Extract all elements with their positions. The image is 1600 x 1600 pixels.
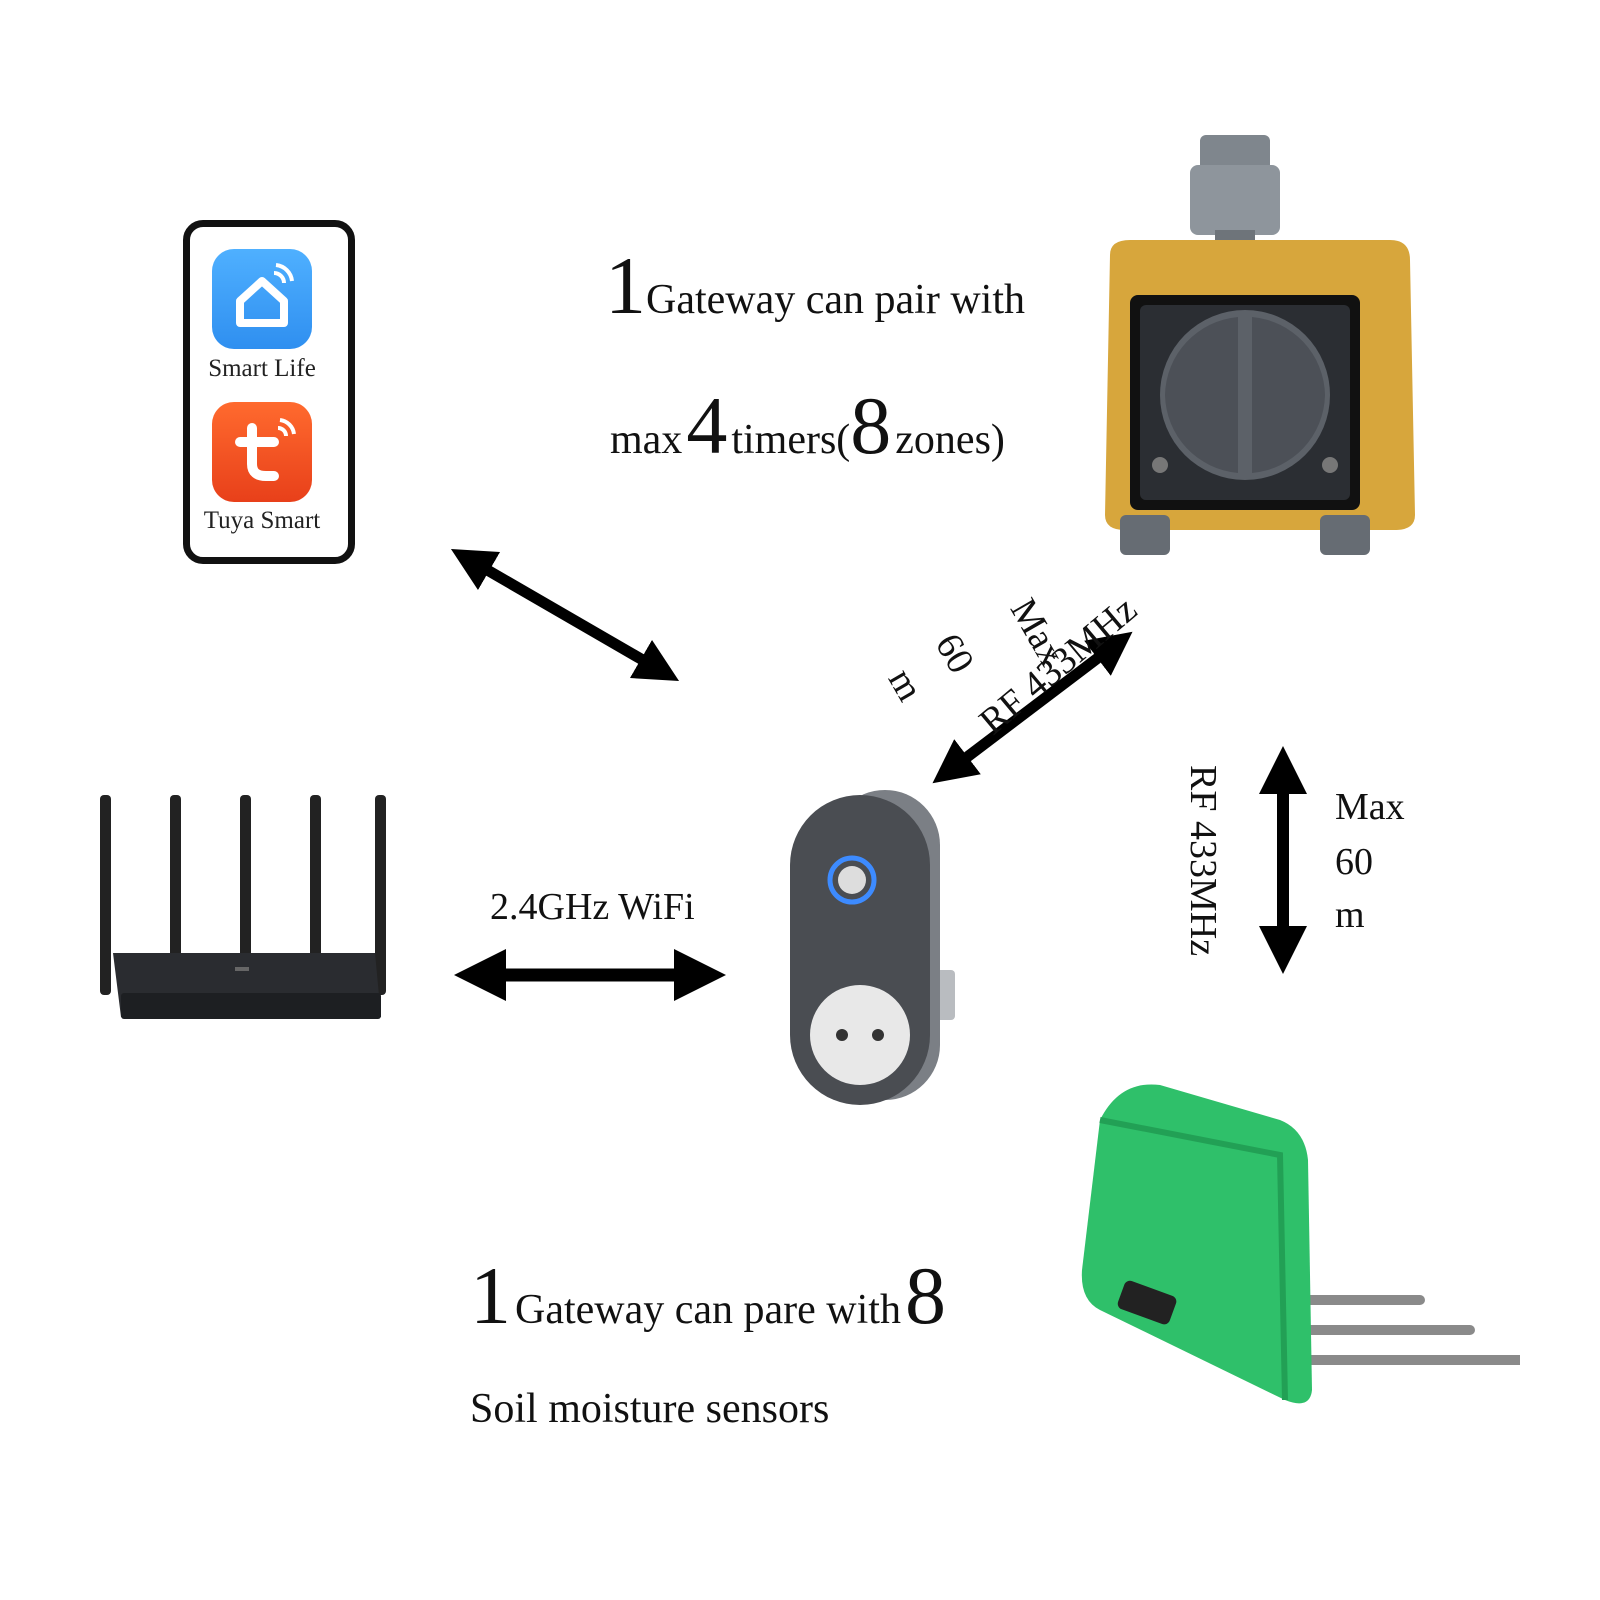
top-caption-zones: zones) [895,417,1005,463]
top-caption-count: 1 [605,240,646,331]
wifi-label: 2.4GHz WiFi [490,886,695,928]
bottom-caption-text: Gateway can pare with [515,1287,901,1333]
gateway-plug [790,790,970,1110]
top-caption-line2: max 4 timers(8 zones) [610,385,1005,467]
bottom-caption-count: 1 [470,1250,511,1341]
smart-life-label: Smart Life [208,355,316,382]
soil-moisture-sensor [1080,1080,1520,1440]
phone-gateway-arrow [450,548,680,682]
top-caption-timers: timers( [731,417,851,463]
range-vertical-m: m [1335,894,1365,936]
top-caption-zones-count: 8 [850,380,892,471]
top-caption-max: max [610,417,683,463]
smart-life-app-icon[interactable] [212,249,312,349]
water-valve-timer [1090,135,1430,555]
router-graphic [100,795,386,1019]
tuya-smart-label: Tuya Smart [203,507,321,534]
valve-graphic [1105,135,1415,555]
bottom-caption-line1: 1 Gateway can pare with 8 [470,1255,946,1337]
range-vertical-max: Max [1335,786,1405,828]
gateway-graphic [790,790,955,1105]
tuya-smart-app-icon[interactable] [212,402,312,502]
top-caption-timers-count: 4 [686,380,728,471]
phone: Smart Life Tuya Smart [183,220,355,564]
sensor-graphic [1081,1084,1520,1404]
rf-vertical-label: RF 433MHz [1182,765,1224,957]
top-caption-text: Gateway can pair with [646,277,1026,323]
tuya-t-icon [235,418,296,481]
bottom-caption-line2: Soil moisture sensors [470,1386,830,1432]
home-icon [236,263,294,327]
top-caption-line1: 1Gateway can pair with [605,245,1025,327]
wifi-router [95,795,395,1035]
bottom-caption-sensor-count: 8 [904,1250,946,1341]
valve-gateway-arrow [932,631,1133,784]
range-vertical-60: 60 [1335,841,1373,883]
